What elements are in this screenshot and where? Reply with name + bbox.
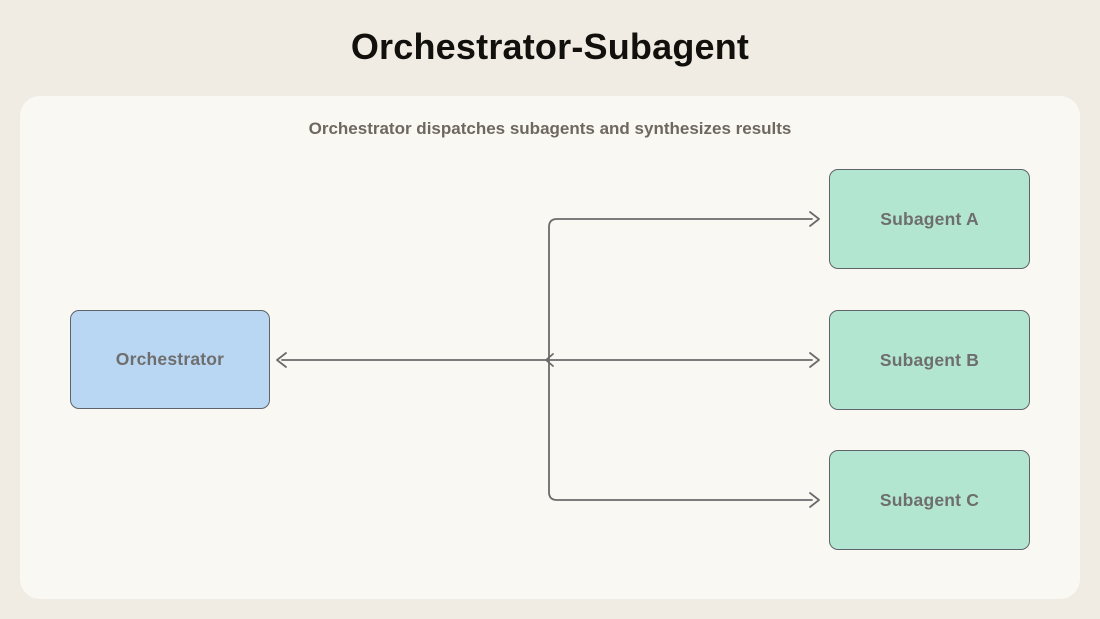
- node-subagent-a: Subagent A: [829, 169, 1030, 269]
- node-subagent-c: Subagent C: [829, 450, 1030, 550]
- node-orchestrator: Orchestrator: [70, 310, 270, 409]
- node-subagent-c-label: Subagent C: [879, 489, 980, 510]
- node-subagent-b: Subagent B: [829, 310, 1030, 410]
- node-orchestrator-label: Orchestrator: [115, 349, 225, 369]
- diagram-subtitle: Orchestrator dispatches subagents and sy…: [308, 119, 792, 138]
- page-title: Orchestrator-Subagent: [350, 26, 750, 67]
- node-subagent-b-label: Subagent B: [879, 349, 980, 370]
- node-subagent-a-label: Subagent A: [880, 208, 979, 229]
